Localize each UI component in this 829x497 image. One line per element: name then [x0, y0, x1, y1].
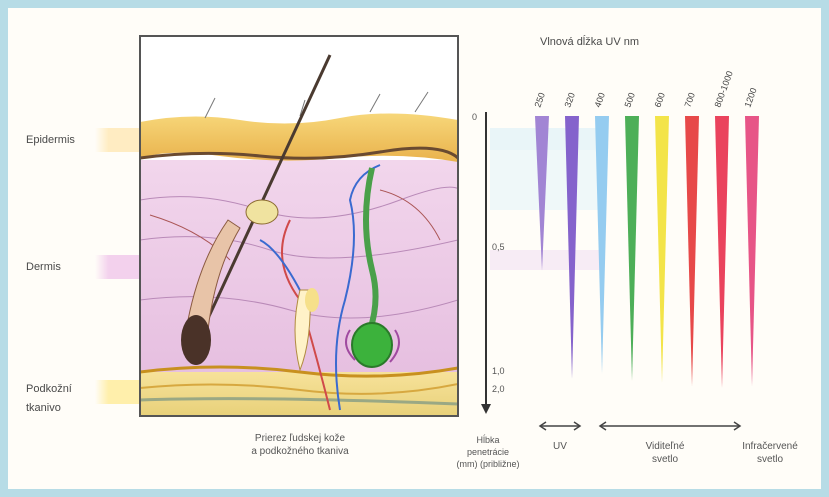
diagram-caption-line2: a podkožného tkaniva [200, 445, 400, 458]
depth-tick-label: 2,0 [492, 384, 505, 394]
wavelength-label-1200: 1200 [742, 86, 758, 108]
infrared-label-line1: Infračervené [730, 440, 810, 453]
diagram-caption: Prierez ľudskej kože a podkožného tkaniv… [200, 432, 400, 458]
wavelength-label-600: 600 [652, 91, 667, 109]
depth-tick-label: 1,0 [492, 366, 505, 376]
visible-label-line1: Viditeľné [620, 440, 710, 453]
wavelength-label-500: 500 [622, 91, 637, 109]
wavelength-wedge-600 [655, 116, 669, 383]
wavelength-wedge-800-1000 [715, 116, 729, 388]
wavelength-wedge-500 [625, 116, 639, 381]
dermis-chart-band [490, 250, 600, 270]
depth-caption-line2: penetrácie [448, 446, 528, 458]
wavelength-wedge-1200 [745, 116, 759, 386]
depth-caption-line3: (mm) (približne) [448, 458, 528, 470]
wavelength-label-400: 400 [592, 91, 607, 109]
depth-caption-line1: Hĺbka [448, 434, 528, 446]
wavelength-label-800-1000: 800-1000 [712, 70, 734, 109]
wavelength-wedge-700 [685, 116, 699, 386]
depth-tick-label: 0,5 [492, 242, 505, 252]
diagram-caption-line1: Prierez ľudskej kože [200, 432, 400, 445]
wavelength-label-250: 250 [532, 91, 547, 109]
visible-label-line2: svetlo [620, 453, 710, 466]
wavelength-wedge-400 [595, 116, 609, 374]
wavelength-label-700: 700 [682, 91, 697, 109]
wavelength-label-320: 320 [562, 91, 577, 109]
depth-caption: Hĺbka penetrácie (mm) (približne) [448, 434, 528, 470]
depth-tick-label: 0 [472, 112, 477, 122]
infrared-label: Infračervené svetlo [730, 440, 810, 466]
wavelength-wedge-320 [565, 116, 579, 379]
uv-label: UV [545, 440, 575, 453]
depth-axis-arrow [481, 404, 491, 414]
infrared-label-line2: svetlo [730, 453, 810, 466]
visible-label: Viditeľné svetlo [620, 440, 710, 466]
